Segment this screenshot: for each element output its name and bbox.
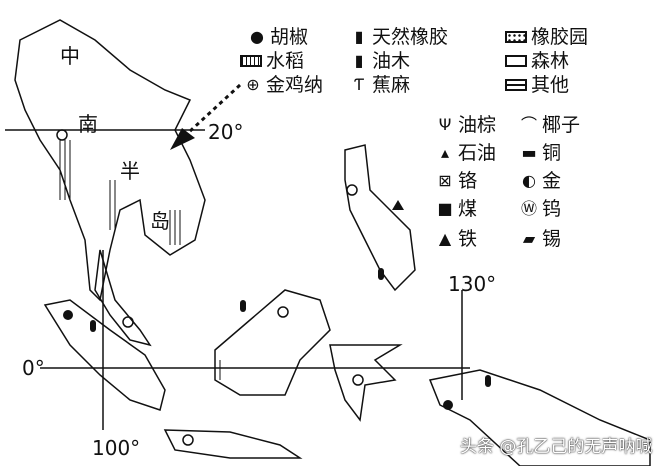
sumatra xyxy=(43,299,166,411)
legend-copper: ▬铜 xyxy=(521,142,562,164)
legend-iron: ▲铁 xyxy=(436,228,477,250)
legend-forest: 森林 xyxy=(505,50,569,72)
dotted-box-icon xyxy=(505,31,527,43)
w-circle-icon: Ⓦ xyxy=(520,199,537,218)
tin-ingot-icon: ▰ xyxy=(522,229,536,248)
label-lon130: 130° xyxy=(448,272,497,296)
legend-pepper: ●胡椒 xyxy=(248,26,308,48)
coconut-palm-icon: ⌒ xyxy=(520,115,537,134)
rubber-tree-icon: ▮ xyxy=(354,27,364,46)
legend-coal: ■煤 xyxy=(437,198,478,220)
legend-tin: ▰锡 xyxy=(520,228,561,250)
label-ban: 半 xyxy=(120,159,140,183)
sulawesi xyxy=(329,344,403,422)
empty-box-icon xyxy=(505,55,527,67)
legend-oil-tree: ▮油木 xyxy=(350,50,410,72)
crossed-box-icon: ⊠ xyxy=(438,171,452,190)
label-lat0: 0° xyxy=(22,356,45,380)
borneo xyxy=(214,289,331,396)
oil-derrick-icon: ▴ xyxy=(440,143,450,162)
filled-circle-icon: ● xyxy=(250,27,264,46)
philippines xyxy=(344,144,416,292)
label-dao: 岛 xyxy=(150,209,170,233)
legend-petroleum: ▴石油 xyxy=(436,142,496,164)
watermark: 头条 @孔乙己的无声呐喊 xyxy=(460,437,653,457)
oil-palm-icon: Ψ xyxy=(438,115,452,134)
legend-cinchona: ⊕金鸡纳 xyxy=(244,74,323,96)
oil-tree-icon: ▮ xyxy=(354,51,364,70)
legend-chromium: ⊠铬 xyxy=(436,170,477,192)
new-guinea xyxy=(428,369,651,466)
legend-gold: ◐金 xyxy=(520,170,561,192)
indochina-coast xyxy=(14,19,206,302)
quartered-circle-icon: ⊕ xyxy=(246,75,260,94)
java xyxy=(163,429,303,459)
label-lon100: 100° xyxy=(92,436,141,460)
dash-icon: ▬ xyxy=(521,143,537,162)
label-zhong: 中 xyxy=(60,44,80,68)
label-nan: 南 xyxy=(78,112,98,136)
legend-rice: 水稻 xyxy=(240,50,304,72)
label-lat20: 20° xyxy=(208,120,244,144)
malay-peninsula xyxy=(94,249,152,347)
horizontal-line-box-icon xyxy=(505,79,527,91)
triangle-icon: ▲ xyxy=(438,229,452,248)
legend-coconut: ⌒椰子 xyxy=(520,114,581,136)
legend-other: 其他 xyxy=(505,74,569,96)
vertical-hatch-icon xyxy=(240,55,262,67)
half-circle-icon: ◐ xyxy=(522,171,536,190)
legend-rubber-plantation: 橡胶园 xyxy=(505,26,588,48)
filled-square-icon: ■ xyxy=(437,199,453,218)
abaca-icon: Ƭ xyxy=(354,75,364,94)
legend-rubber: ▮天然橡胶 xyxy=(350,26,448,48)
